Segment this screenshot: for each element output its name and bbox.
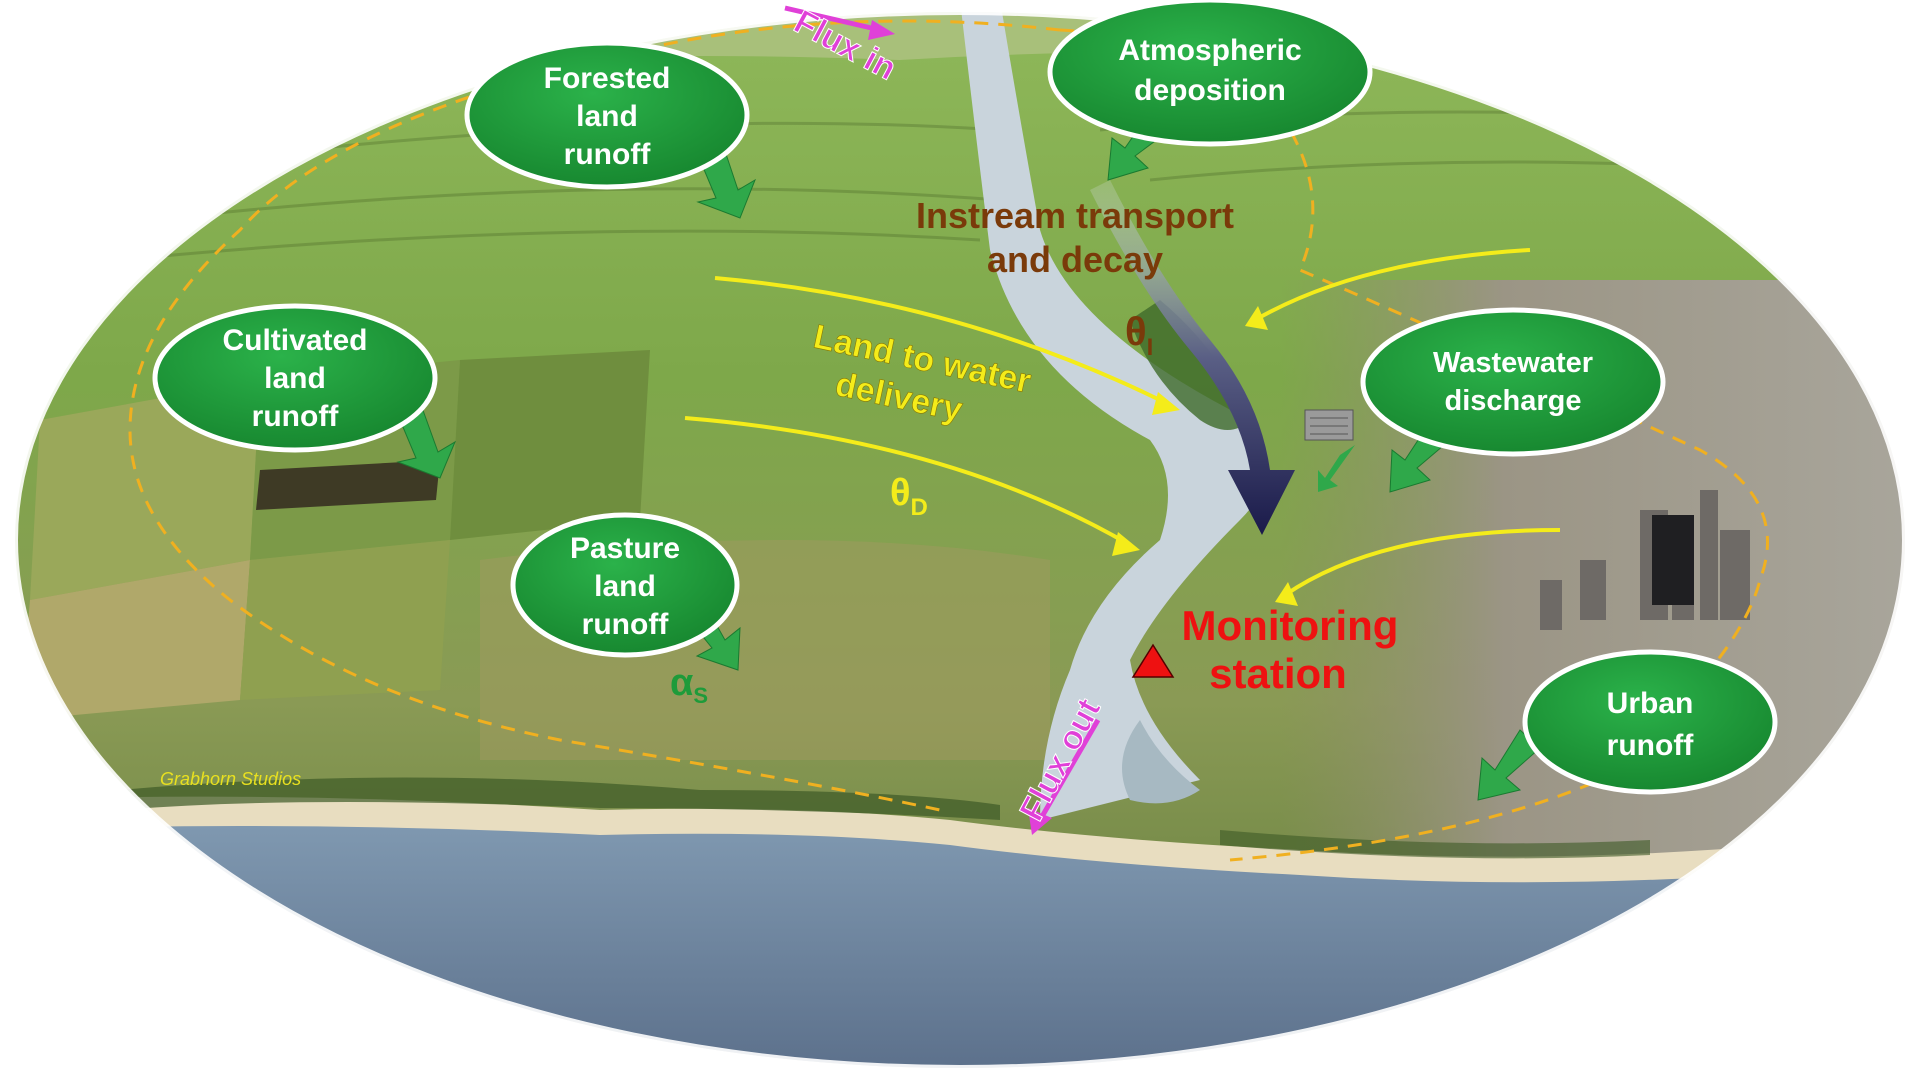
- bubble-atmospheric: Atmospheric deposition: [1047, 0, 1373, 147]
- bubble-pasture-line3: runoff: [582, 608, 670, 641]
- bubble-wastewater-line2: discharge: [1445, 385, 1582, 417]
- flux-out-arrow: [1028, 718, 1101, 835]
- bubble-pasture: Pasture land runoff: [510, 512, 740, 658]
- bubble-atmospheric-line2: deposition: [1134, 74, 1286, 107]
- river: [960, 12, 1268, 820]
- theta-i-subscript: I: [1147, 334, 1154, 361]
- delivery-arrows: [684, 248, 1561, 597]
- bubble-urban-line1: Urban: [1607, 687, 1694, 720]
- bubble-wastewater: Wastewater discharge: [1360, 307, 1666, 457]
- instream-label-line2: and decay: [987, 239, 1163, 280]
- bubble-cultivated: Cultivated land runoff: [152, 303, 438, 453]
- monitoring-station-label: Monitoring station: [1182, 602, 1399, 697]
- delivery-arrow-lower-right: [1283, 528, 1561, 597]
- bubble-atmospheric-line1: Atmospheric: [1118, 34, 1301, 67]
- bubble-urban-line2: runoff: [1607, 729, 1695, 762]
- theta-d-subscript: D: [911, 494, 928, 521]
- instream-label-line1: Instream transport: [916, 195, 1234, 236]
- bubble-cultivated-line3: runoff: [252, 400, 340, 433]
- delivery-arrow-upper-left: [714, 276, 1171, 407]
- delivery-arrowheads: [1112, 306, 1298, 606]
- urban-arrow-icon: [1477, 729, 1541, 801]
- bubble-urban: Urban runoff: [1522, 649, 1778, 795]
- theta-d-symbol: θ: [890, 472, 911, 514]
- theta-d-label: θD: [890, 472, 928, 521]
- bubble-cultivated-line2: land: [264, 362, 326, 395]
- credit-text: Grabhorn Studios: [160, 769, 301, 789]
- monitoring-station-icon: [1131, 643, 1175, 678]
- instream-label: Instream transport and decay: [916, 195, 1234, 280]
- svg-text:θD: θD: [890, 472, 928, 521]
- monitoring-label-line2: station: [1209, 650, 1347, 697]
- watershed-boundary-right: [1059, 28, 1769, 862]
- wastewater-small-arrow-icon: [1318, 445, 1355, 492]
- bubble-forested-line2: land: [576, 100, 638, 133]
- bubble-cultivated-line1: Cultivated: [222, 324, 367, 357]
- theta-i-label: θI: [1125, 310, 1153, 361]
- instream-transport-arrow: [1090, 180, 1295, 535]
- bubble-forested-line3: runoff: [564, 138, 652, 171]
- bubble-pasture-line1: Pasture: [570, 532, 680, 565]
- bubble-wastewater-line1: Wastewater: [1433, 347, 1593, 379]
- bubble-pasture-line2: land: [594, 570, 656, 603]
- alpha-s-subscript: S: [693, 683, 708, 708]
- svg-text:θI: θI: [1125, 310, 1153, 361]
- bubble-forested-line1: Forested: [544, 62, 671, 95]
- delivery-arrow-lower-left: [684, 416, 1132, 547]
- treatment-plant-icon: [1304, 409, 1354, 441]
- bubble-forested: Forested land runoff: [464, 40, 750, 190]
- svg-text:αS: αS: [670, 662, 708, 708]
- delivery-arrow-upper-right: [1254, 248, 1531, 322]
- alpha-s-symbol: α: [670, 662, 693, 704]
- monitoring-label-line1: Monitoring: [1182, 602, 1399, 649]
- theta-i-symbol: θ: [1125, 310, 1147, 354]
- alpha-s-label: αS: [670, 662, 708, 708]
- flux-in-arrow: [784, 5, 895, 40]
